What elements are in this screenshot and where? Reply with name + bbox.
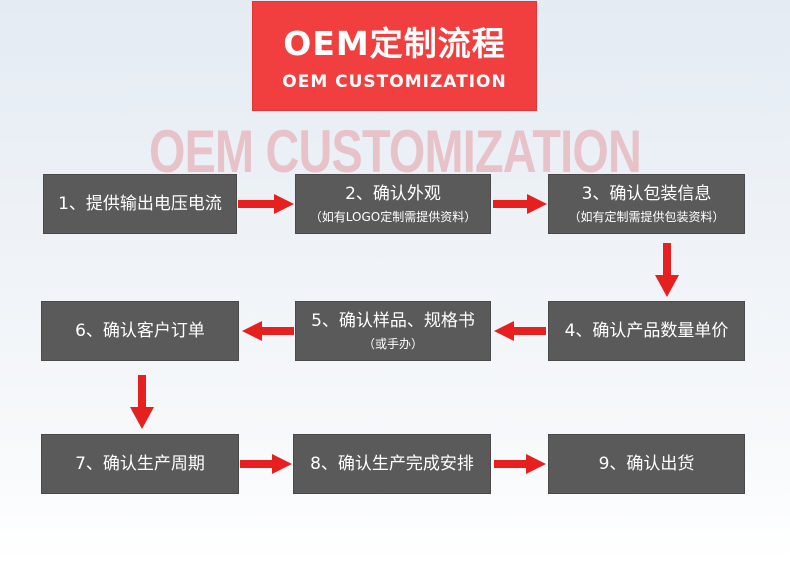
arrow-right-2-3 bbox=[493, 194, 547, 214]
page-subtitle: OEM CUSTOMIZATION bbox=[282, 72, 507, 92]
step-9: 9、确认出货 bbox=[549, 435, 744, 493]
step-1-label: 1、提供输出电压电流 bbox=[58, 194, 222, 214]
arrow-left-5-6 bbox=[242, 321, 294, 341]
step-4: 4、确认产品数量单价 bbox=[549, 302, 744, 360]
title-banner: OEM定制流程 OEM CUSTOMIZATION bbox=[253, 2, 536, 110]
step-2-note: （如有LOGO定制需提供资料） bbox=[309, 210, 477, 224]
step-3-label: 3、确认包装信息 bbox=[581, 184, 712, 204]
step-7: 7、确认生产周期 bbox=[42, 435, 238, 493]
step-9-label: 9、确认出货 bbox=[598, 454, 695, 474]
step-8: 8、确认生产完成安排 bbox=[294, 435, 490, 493]
step-1: 1、提供输出电压电流 bbox=[44, 175, 236, 233]
step-5: 5、确认样品、规格书 （或手办） bbox=[296, 302, 490, 360]
arrow-right-8-9 bbox=[494, 454, 546, 474]
step-4-label: 4、确认产品数量单价 bbox=[564, 321, 729, 341]
step-2-label: 2、确认外观 bbox=[345, 184, 441, 204]
step-7-label: 7、确认生产周期 bbox=[75, 454, 205, 474]
arrow-down-3-4 bbox=[655, 243, 679, 297]
arrow-left-4-5 bbox=[494, 321, 546, 341]
step-6: 6、确认客户订单 bbox=[42, 302, 238, 360]
arrow-right-1-2 bbox=[238, 194, 294, 214]
step-8-label: 8、确认生产完成安排 bbox=[310, 454, 474, 474]
step-2: 2、确认外观 （如有LOGO定制需提供资料） bbox=[296, 175, 490, 233]
step-5-note: （或手办） bbox=[362, 337, 423, 351]
step-6-label: 6、确认客户订单 bbox=[75, 321, 205, 341]
arrow-right-7-8 bbox=[240, 454, 292, 474]
page-title: OEM定制流程 bbox=[283, 24, 506, 63]
arrow-down-6-7 bbox=[130, 375, 154, 429]
step-5-label: 5、确认样品、规格书 bbox=[311, 311, 475, 331]
watermark-text: OEM CUSTOMIZATION bbox=[148, 118, 642, 185]
step-3-note: （如有定制需提供包装资料） bbox=[568, 210, 725, 224]
step-3: 3、确认包装信息 （如有定制需提供包装资料） bbox=[549, 175, 744, 233]
